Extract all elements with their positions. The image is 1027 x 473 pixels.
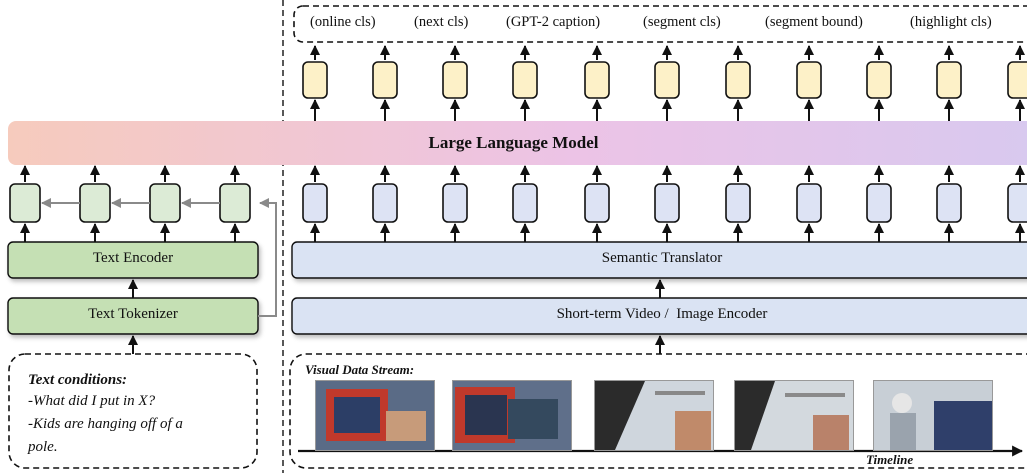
task-gpt2-caption: (GPT-2 caption) xyxy=(506,14,601,30)
visual-tokens xyxy=(302,165,1027,242)
text-condition-line2: -Kids are hanging off of a xyxy=(28,416,183,432)
text-encoder-box xyxy=(7,241,259,279)
text-condition-line1: -What did I put in X? xyxy=(28,393,156,409)
task-online-cls: (online cls) xyxy=(310,14,376,30)
output-token xyxy=(372,61,398,99)
text-token xyxy=(79,183,111,223)
text-conditions-title: Text conditions: xyxy=(28,372,128,388)
output-token xyxy=(796,61,822,99)
visual-stream-label: Visual Data Stream: xyxy=(305,362,415,377)
task-next-cls: (next cls) xyxy=(414,14,469,30)
output-token xyxy=(512,61,538,99)
text-conditions-box xyxy=(8,353,258,469)
visual-stream-box xyxy=(289,353,1027,469)
visual-token xyxy=(1007,183,1027,223)
timeline-label: Timeline xyxy=(866,452,914,467)
video-frame-1 xyxy=(315,380,435,451)
tasks-box xyxy=(293,5,1027,43)
video-frame-2 xyxy=(452,380,572,451)
visual-token xyxy=(866,183,892,223)
video-frame-3 xyxy=(594,380,714,451)
output-token xyxy=(1007,61,1027,99)
text-tokenizer-label: Text Tokenizer xyxy=(88,306,178,322)
task-segment-cls: (segment cls) xyxy=(643,14,721,30)
semantic-translator-label: Semantic Translator xyxy=(601,250,723,266)
text-encoder-label: Text Encoder xyxy=(92,250,174,266)
output-token xyxy=(866,61,892,99)
output-token xyxy=(936,61,962,99)
task-segment-bound: (segment bound) xyxy=(765,14,863,30)
video-frame-4 xyxy=(734,380,854,451)
output-token xyxy=(725,61,751,99)
visual-token xyxy=(654,183,680,223)
visual-token xyxy=(584,183,610,223)
video-encoder-label: Short-term Video / Image Encoder xyxy=(556,306,768,322)
text-token xyxy=(219,183,251,223)
output-token xyxy=(654,61,680,99)
output-token xyxy=(584,61,610,99)
text-condition-line3: pole. xyxy=(28,439,58,455)
output-token xyxy=(302,61,328,99)
visual-token xyxy=(796,183,822,223)
visual-token xyxy=(372,183,398,223)
semantic-translator-box xyxy=(291,241,1027,279)
video-encoder-box xyxy=(291,297,1027,335)
output-token xyxy=(442,61,468,99)
visual-token xyxy=(936,183,962,223)
output-tokens xyxy=(302,45,1027,121)
llm-label: Large Language Model xyxy=(428,133,599,152)
visual-token xyxy=(302,183,328,223)
video-frame-5 xyxy=(873,380,993,451)
visual-token xyxy=(512,183,538,223)
task-highlight-cls: (highlight cls) xyxy=(910,14,992,30)
visual-token xyxy=(442,183,468,223)
text-tokens xyxy=(9,165,251,242)
text-token xyxy=(149,183,181,223)
visual-token xyxy=(725,183,751,223)
text-token xyxy=(9,183,41,223)
llm-bar xyxy=(8,121,1027,165)
